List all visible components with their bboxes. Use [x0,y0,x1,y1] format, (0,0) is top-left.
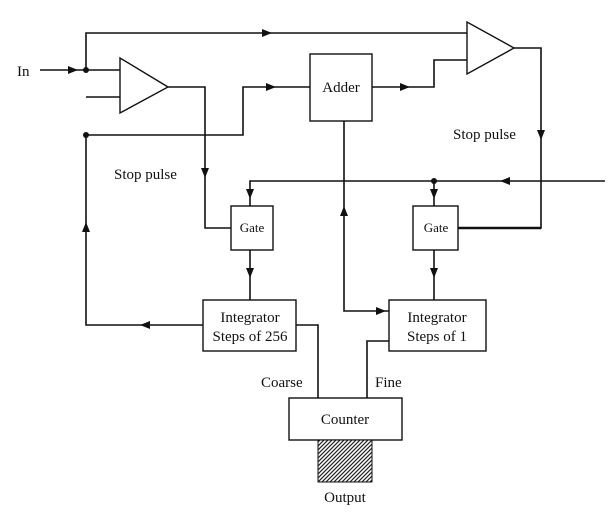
arrowhead-top-feed [262,29,272,37]
arrowhead-fine-in [376,307,386,315]
arrowhead-adder-in [266,83,276,91]
output-hatched-bar [317,439,373,483]
arrowhead-fine-feedback-up [340,206,348,216]
gate-right-label: Gate [424,220,449,235]
arrowhead-stop-right [537,130,545,140]
arrowhead-clock-bus [500,177,510,185]
arrowhead-gate-right-out [430,268,438,278]
arrowhead-gate-right-in [430,189,438,199]
counter-label: Counter [321,412,369,428]
input-label: In [17,64,30,80]
amp-left-output-wire [168,86,231,229]
arrowhead-gate-left-out [246,268,254,278]
stop-pulse-right-label: Stop pulse [453,127,516,143]
gate-left-box [230,205,274,251]
stop-pulse-left-label: Stop pulse [114,167,177,183]
adder-box [309,53,373,122]
junction-feedback [83,132,89,138]
arrowhead-coarse-return [140,321,150,329]
gate-left-label: Gate [240,220,265,235]
junction-clock [431,178,437,184]
integrator-fine-label-1: Integrator [407,310,466,326]
clock-bus-wire [249,180,605,206]
counter-box [288,397,403,441]
adder-label: Adder [322,80,360,96]
arrowhead-adder-out [400,83,410,91]
arrowhead-input [68,66,78,74]
arrowhead-gate-left-in [246,189,254,199]
arrowhead-coarse-feedback-up [82,222,90,232]
coarse-label: Coarse [261,375,303,391]
adder-output-wire [372,59,467,88]
amplifier-right [466,20,516,76]
coarse-to-counter-wire [296,324,319,398]
integrator-fine-label-2: Steps of 1 [407,329,467,345]
arrowhead-stop-left [201,168,209,178]
fine-feedback-wire [343,121,389,312]
gate-right-box [412,205,459,251]
junction-input [83,67,89,73]
amplifier-left [119,56,170,115]
integrator-coarse-label-2: Steps of 256 [213,329,289,345]
output-label: Output [324,490,367,506]
coarse-feedback-wire [85,86,310,326]
integrator-coarse-label-1: Integrator [220,310,279,326]
fine-to-counter-wire [366,340,389,398]
fine-label: Fine [375,375,402,391]
top-feed-wire [85,32,467,70]
integrator-fine-box [388,299,487,352]
integrator-coarse-box [202,299,297,352]
